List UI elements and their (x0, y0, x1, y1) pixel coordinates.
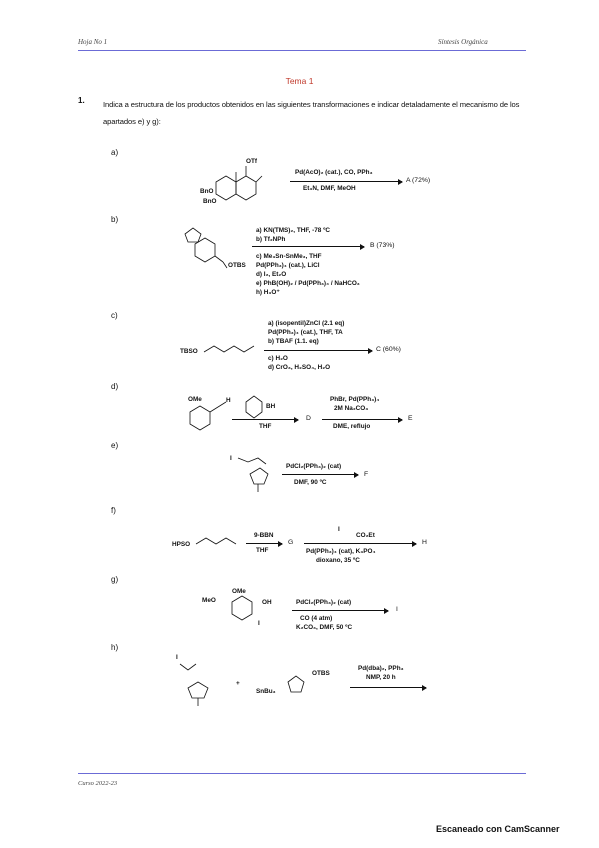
item-b-step-4: Pd(PPh₃)₄ (cat.), LiCl (256, 262, 320, 269)
reagent-d-bh: BH (266, 403, 276, 410)
item-e-product: F (364, 471, 369, 478)
molecule-g-meo: MeO (202, 597, 216, 604)
footer-course: Curso 2022-23 (78, 780, 118, 787)
question-number: 1. (78, 96, 85, 105)
item-b-arrow (252, 243, 365, 250)
item-d-cond2-top1: PhBr, Pd(PPh₃)₄ (330, 396, 380, 403)
item-a-arrow (290, 178, 403, 185)
molecule-a-bno1: BnO (200, 188, 214, 195)
molecule-g-ome: OMe (232, 588, 246, 595)
item-h-cond-top2: NMP, 20 h (366, 674, 396, 681)
item-b-step-7: h) H₃O⁺ (256, 289, 280, 296)
item-e-arrow (282, 471, 359, 478)
reagent-h-otbs: OTBS (312, 670, 330, 677)
molecule-e-icon (237, 457, 269, 492)
item-c-step-2: Pd(PPh₃)₄ (cat.), THF, TA (268, 329, 343, 336)
item-f-cond2-bottom2: dioxano, 35 ºC (316, 557, 360, 564)
molecule-f-hpso: HPSO (172, 541, 191, 548)
item-f-label: f) (111, 506, 116, 515)
item-b-step-2: b) Tf₂NPh (256, 236, 286, 243)
page-title: Tema 1 (285, 76, 314, 86)
item-d-arrow-1 (232, 416, 299, 423)
item-d-product-2: E (408, 415, 413, 422)
molecule-h-i: I (176, 654, 178, 661)
item-e-cond-bottom: DMF, 90 ºC (294, 479, 327, 486)
molecule-e-i: I (230, 455, 232, 462)
item-g-arrow (292, 607, 389, 614)
header-rule (78, 50, 526, 51)
molecule-c-icon (203, 345, 255, 353)
molecule-c-tbso: TBSO (180, 348, 198, 355)
item-g-label: g) (111, 575, 119, 584)
item-c-label: c) (111, 311, 118, 320)
molecule-b-icon (184, 227, 228, 269)
molecule-g-i: I (258, 620, 260, 627)
item-d-cond2-bottom: DME, reflujo (333, 423, 371, 430)
item-f-cond1-bottom: THF (256, 547, 269, 554)
reagent-d-icon (245, 395, 263, 419)
item-c-step-4: c) H₂O (268, 355, 288, 362)
molecule-a-icon (215, 166, 263, 201)
item-f-arrow-1 (246, 540, 283, 547)
item-b-product: B (73%) (370, 242, 395, 249)
item-e-cond-top: PdCl₂(PPh₃)₂ (cat) (286, 463, 342, 470)
item-c-product: C (60%) (376, 346, 401, 353)
molecule-d-h: H (226, 397, 231, 404)
header-right: Síntesis Orgánica (438, 38, 488, 46)
molecule-f-icon (195, 537, 237, 545)
item-c-step-1: a) (isopentil)ZnCl (2.1 eq) (268, 320, 345, 327)
item-a-cond-top: Pd(AcO)₂ (cat.), CO, PPh₃ (295, 169, 373, 176)
item-a-product: A (72%) (406, 177, 431, 184)
reagent-h-snbu3: SnBu₃ (256, 688, 276, 695)
item-b-label: b) (111, 215, 119, 224)
molecule-g-oh: OH (262, 599, 272, 606)
header-left: Hoja No 1 (78, 38, 108, 46)
molecule-b-otbs: OTBS (228, 262, 246, 269)
item-d-product-1: D (306, 415, 311, 422)
item-g-cond-top: PdCl₂(PPh₃)₂ (cat) (296, 599, 352, 606)
item-h-label: h) (111, 643, 119, 652)
item-g-product: I (396, 606, 398, 613)
molecule-a-bno2: BnO (203, 198, 217, 205)
reagent-h-icon (287, 675, 305, 693)
item-h-cond-top1: Pd(dba)₂, PPh₃ (358, 665, 404, 672)
footer-rule (78, 773, 526, 774)
item-b-step-3: c) Me₃Sn-SnMe₃, THF (256, 253, 322, 260)
item-f-cond1-top: 9-BBN (254, 532, 274, 539)
item-d-cond1-bottom: THF (259, 423, 272, 430)
item-b-step-6: e) PhB(OH)₂ / Pd(PPh₃)₄ / NaHCO₃ (256, 280, 360, 287)
item-f-reagent: CO₂Et (356, 532, 375, 539)
item-h-plus: + (236, 680, 240, 687)
item-d-label: d) (111, 382, 119, 391)
item-e-label: e) (111, 441, 119, 450)
item-g-cond-bottom1: CO (4 atm) (300, 615, 333, 622)
item-f-product-1: G (288, 539, 294, 546)
molecule-h-icon (179, 663, 209, 706)
reagent-f-i: I (338, 526, 340, 533)
item-g-cond-bottom2: K₂CO₃, DMF, 50 ºC (296, 624, 353, 631)
item-a-label: a) (111, 148, 119, 157)
item-d-arrow-2 (322, 416, 403, 423)
item-c-step-5: d) CrO₃, H₂SO₄, H₂O (268, 364, 331, 371)
item-c-step-3: b) TBAF (1.1. eq) (268, 338, 319, 345)
scanner-watermark: Escaneado con CamScanner (436, 824, 560, 834)
item-f-arrow-2 (304, 540, 417, 547)
question-text: Indica a estructura de los productos obt… (103, 100, 520, 126)
item-c-arrow (264, 347, 373, 354)
molecule-a-otf: OTf (246, 158, 258, 165)
molecule-d-icon (189, 401, 227, 431)
item-f-cond2-bottom1: Pd(PPh₃)₄ (cat), K₃PO₄ (306, 548, 376, 555)
item-d-cond2-top2: 2M Na₂CO₃ (334, 405, 369, 412)
item-b-step-5: d) I₂, Et₂O (256, 271, 287, 278)
molecule-g-icon (231, 595, 253, 621)
item-a-cond-bottom: Et₃N, DMF, MeOH (303, 185, 356, 192)
molecule-d-ome: OMe (188, 396, 202, 403)
item-b-step-1: a) KN(TMS)₂, THF, -78 ºC (256, 227, 331, 234)
item-f-product-2: H (422, 539, 427, 546)
item-h-arrow (350, 684, 427, 691)
